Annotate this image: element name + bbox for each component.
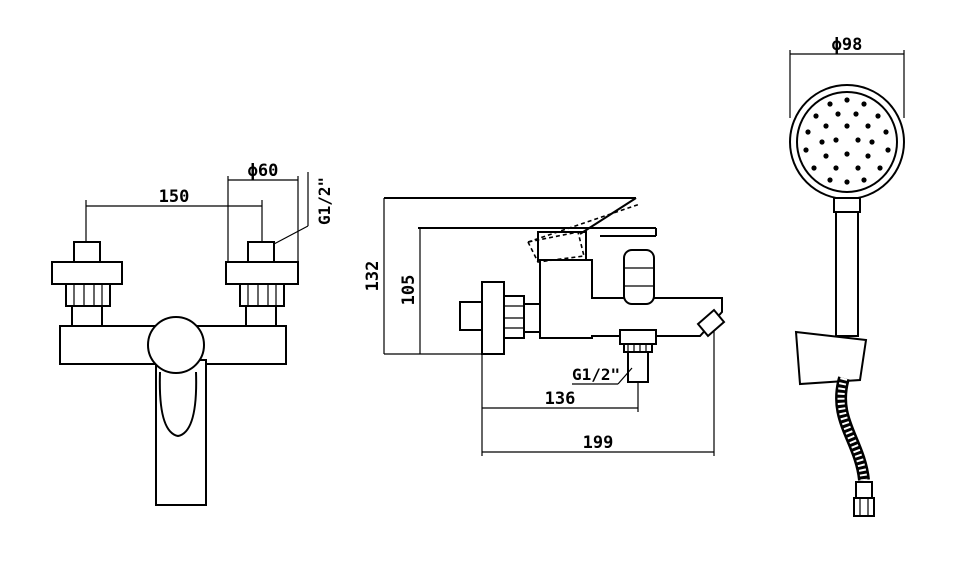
dim-thread-label: G1/2" (315, 177, 334, 225)
dim-spacing: 150 (85, 187, 263, 242)
dim-outlet-thread: G1/2" (572, 365, 633, 385)
spray-holes (803, 97, 891, 185)
dim-spacing-label: 150 (159, 187, 190, 207)
right-inlet (225, 241, 299, 327)
dim-head-diameter: ϕ98 (789, 35, 905, 118)
shower-outlet (619, 329, 657, 345)
left-inlet (51, 241, 123, 327)
dim-height-spout: 105 (399, 228, 421, 354)
dim-outlet-offset: 136 (481, 354, 639, 456)
shower-handle (835, 211, 859, 337)
shower-hose (835, 376, 870, 481)
dim-total-length-label: 199 (583, 433, 614, 453)
front-spout (155, 359, 207, 506)
dim-thread: G1/2" (273, 172, 334, 245)
lever-alt-position (526, 203, 641, 263)
front-view: 150 ϕ60 G1/2" (51, 161, 334, 506)
dim-outlet-thread-label: G1/2" (572, 365, 620, 384)
dim-total-length: 199 (482, 330, 715, 456)
dim-head-diameter-label: ϕ98 (832, 35, 863, 55)
side-view: 132 105 G1/2" 136 199 (363, 197, 726, 456)
dim-flange: ϕ60 (227, 161, 299, 262)
lever-knob (147, 316, 205, 374)
dim-height-total: 132 (363, 198, 482, 355)
hand-shower: ϕ98 (789, 35, 905, 517)
dim-outlet-offset-label: 136 (545, 389, 576, 409)
dim-height-total-label: 132 (363, 261, 383, 292)
dim-height-spout-label: 105 (399, 275, 419, 306)
dim-flange-label: ϕ60 (248, 161, 279, 181)
shower-holder (794, 330, 868, 386)
wall-flange (481, 281, 505, 355)
